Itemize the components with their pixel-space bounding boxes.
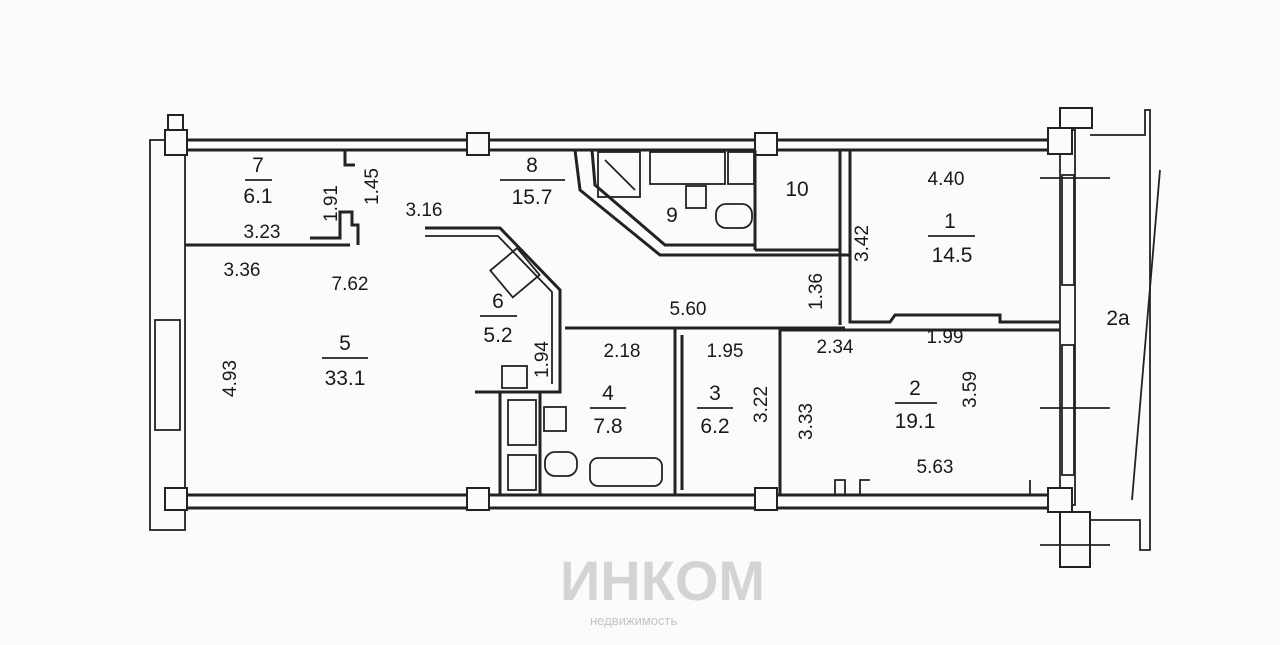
room-7-area: 6.1 <box>243 185 272 208</box>
dim-r6: 1.94 <box>532 341 553 378</box>
room-10-number: 10 <box>785 178 808 201</box>
dim-r5-width: 4.93 <box>220 360 241 397</box>
room-2a-number: 2a <box>1106 307 1130 330</box>
room-1-number: 1 <box>944 210 956 233</box>
room-3-area: 6.2 <box>700 415 729 438</box>
watermark-brand: ИНКОМ <box>560 549 765 612</box>
room-6-number: 6 <box>492 290 504 313</box>
room-labels: 7 6.1 8 15.7 9 10 1 14.5 5 33.1 6 5.2 4 … <box>243 154 1130 438</box>
dim-r5-length: 7.62 <box>332 274 369 295</box>
room-4-number: 4 <box>602 382 614 405</box>
room-2-number: 2 <box>909 377 921 400</box>
room-3-number: 3 <box>709 382 721 405</box>
dim-r2-left: 3.33 <box>796 403 817 440</box>
room-5-number: 5 <box>339 332 351 355</box>
dimension-labels: 3.23 1.91 1.45 3.36 7.62 4.93 3.16 1.94 … <box>220 168 981 478</box>
dim-r2-bottom: 5.63 <box>917 457 954 478</box>
room-8-number: 8 <box>526 154 538 177</box>
room-6-area: 5.2 <box>483 324 512 347</box>
dim-corridor-height: 1.36 <box>806 273 827 310</box>
dim-r5-top: 3.36 <box>224 260 261 281</box>
dim-r7-height: 1.91 <box>321 185 342 222</box>
room-5-area: 33.1 <box>325 367 366 390</box>
dim-r1-height: 3.42 <box>852 225 873 262</box>
dim-r1-width: 4.40 <box>928 169 965 190</box>
dim-r3-height: 3.22 <box>751 386 772 423</box>
room-9-number: 9 <box>666 204 678 227</box>
dim-r7-width: 3.23 <box>244 222 281 243</box>
dim-r2-top-a: 2.34 <box>817 337 854 358</box>
dim-r3-width: 1.95 <box>707 341 744 362</box>
room-1-area: 14.5 <box>932 244 973 267</box>
dim-r8: 3.16 <box>406 200 443 221</box>
room-7-number: 7 <box>252 154 264 177</box>
room-2-area: 19.1 <box>895 410 936 433</box>
watermark-subtitle: недвижимость <box>590 613 677 628</box>
dim-r2-top-b: 1.99 <box>927 327 964 348</box>
dim-r7-door: 1.45 <box>362 168 383 205</box>
room-4-area: 7.8 <box>593 415 622 438</box>
walls <box>149 107 1161 568</box>
dim-r4-width: 2.18 <box>604 341 641 362</box>
room-8-area: 15.7 <box>512 186 553 209</box>
dim-corridor: 5.60 <box>670 299 707 320</box>
dim-r2-height: 3.59 <box>960 371 981 408</box>
